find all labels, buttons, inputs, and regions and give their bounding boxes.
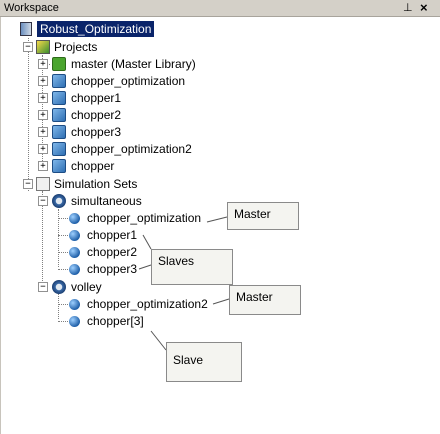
simulation-label: chopper1	[87, 228, 138, 242]
simulation-set-label: volley	[71, 280, 102, 294]
expand-icon[interactable]: +	[38, 76, 48, 86]
callout-text: Slave	[173, 353, 204, 367]
simulation-ball-icon	[69, 299, 80, 310]
workspace-root-icon	[20, 22, 32, 36]
expand-icon[interactable]: +	[38, 59, 48, 69]
project-label: chopper1	[71, 91, 122, 105]
tree-guide	[42, 55, 43, 163]
callout-slaves: Slaves	[151, 249, 233, 285]
expand-icon[interactable]: +	[38, 144, 48, 154]
project-label: chopper_optimization2	[71, 142, 192, 156]
project-label: chopper	[71, 159, 115, 173]
tree-guide	[58, 252, 68, 253]
workspace-tree: Robust_Optimization − Projects + master …	[0, 17, 440, 434]
simulation-ball-icon	[69, 247, 80, 258]
simulation-ball-icon	[69, 316, 80, 327]
simulation-set-icon	[52, 280, 66, 294]
project-cube-icon	[52, 74, 66, 88]
expand-icon[interactable]: +	[38, 93, 48, 103]
simulation-sets-icon	[36, 177, 50, 191]
close-icon[interactable]: ×	[420, 0, 428, 15]
simulation-label: chopper[3]	[87, 314, 144, 328]
simulation-set-label: simultaneous	[71, 194, 142, 208]
project-cube-icon	[52, 108, 66, 122]
callout-master: Master	[227, 202, 299, 230]
root-label[interactable]: Robust_Optimization	[37, 21, 155, 37]
tree-guide	[58, 321, 68, 322]
tree-guide	[58, 304, 68, 305]
simulation-label: chopper_optimization	[87, 211, 202, 225]
callout-text: Master	[234, 207, 271, 221]
callout-text: Master	[236, 290, 273, 304]
pin-icon[interactable]: ⊥	[403, 2, 413, 14]
library-icon	[52, 57, 66, 71]
project-cube-icon	[52, 142, 66, 156]
simulation-label: chopper_optimization2	[87, 297, 208, 311]
expand-icon[interactable]: +	[38, 127, 48, 137]
simulation-sets-label: Simulation Sets	[54, 177, 138, 191]
panel-title: Workspace	[4, 2, 59, 14]
project-label: chopper3	[71, 125, 122, 139]
project-label: chopper2	[71, 108, 122, 122]
project-label: master (Master Library)	[71, 57, 196, 71]
tree-guide	[28, 38, 29, 191]
tree-guide	[42, 191, 43, 287]
collapse-icon[interactable]: −	[23, 179, 33, 189]
projects-label: Projects	[54, 40, 98, 54]
simulation-label: chopper2	[87, 245, 138, 259]
tree-guide	[58, 209, 59, 267]
tree-guide	[58, 269, 68, 270]
simulation-ball-icon	[69, 264, 80, 275]
projects-icon	[36, 40, 50, 54]
callout-text: Slaves	[158, 254, 195, 268]
project-cube-icon	[52, 159, 66, 173]
workspace-titlebar: Workspace ⊥ ×	[0, 0, 440, 17]
expand-icon[interactable]: +	[38, 110, 48, 120]
tree-guide	[58, 235, 68, 236]
simulation-set-icon	[52, 194, 66, 208]
simulation-label: chopper3	[87, 262, 138, 276]
project-cube-icon	[52, 91, 66, 105]
collapse-icon[interactable]: −	[38, 282, 48, 292]
collapse-icon[interactable]: −	[38, 196, 48, 206]
expand-icon[interactable]: +	[38, 161, 48, 171]
project-cube-icon	[52, 125, 66, 139]
simulation-ball-icon	[69, 213, 80, 224]
collapse-icon[interactable]: −	[23, 42, 33, 52]
project-label: chopper_optimization	[71, 74, 186, 88]
simulation-ball-icon	[69, 230, 80, 241]
tree-guide	[58, 218, 68, 219]
callout-slave: Slave	[166, 342, 242, 382]
tree-guide	[58, 294, 59, 319]
callout-master: Master	[229, 285, 301, 315]
